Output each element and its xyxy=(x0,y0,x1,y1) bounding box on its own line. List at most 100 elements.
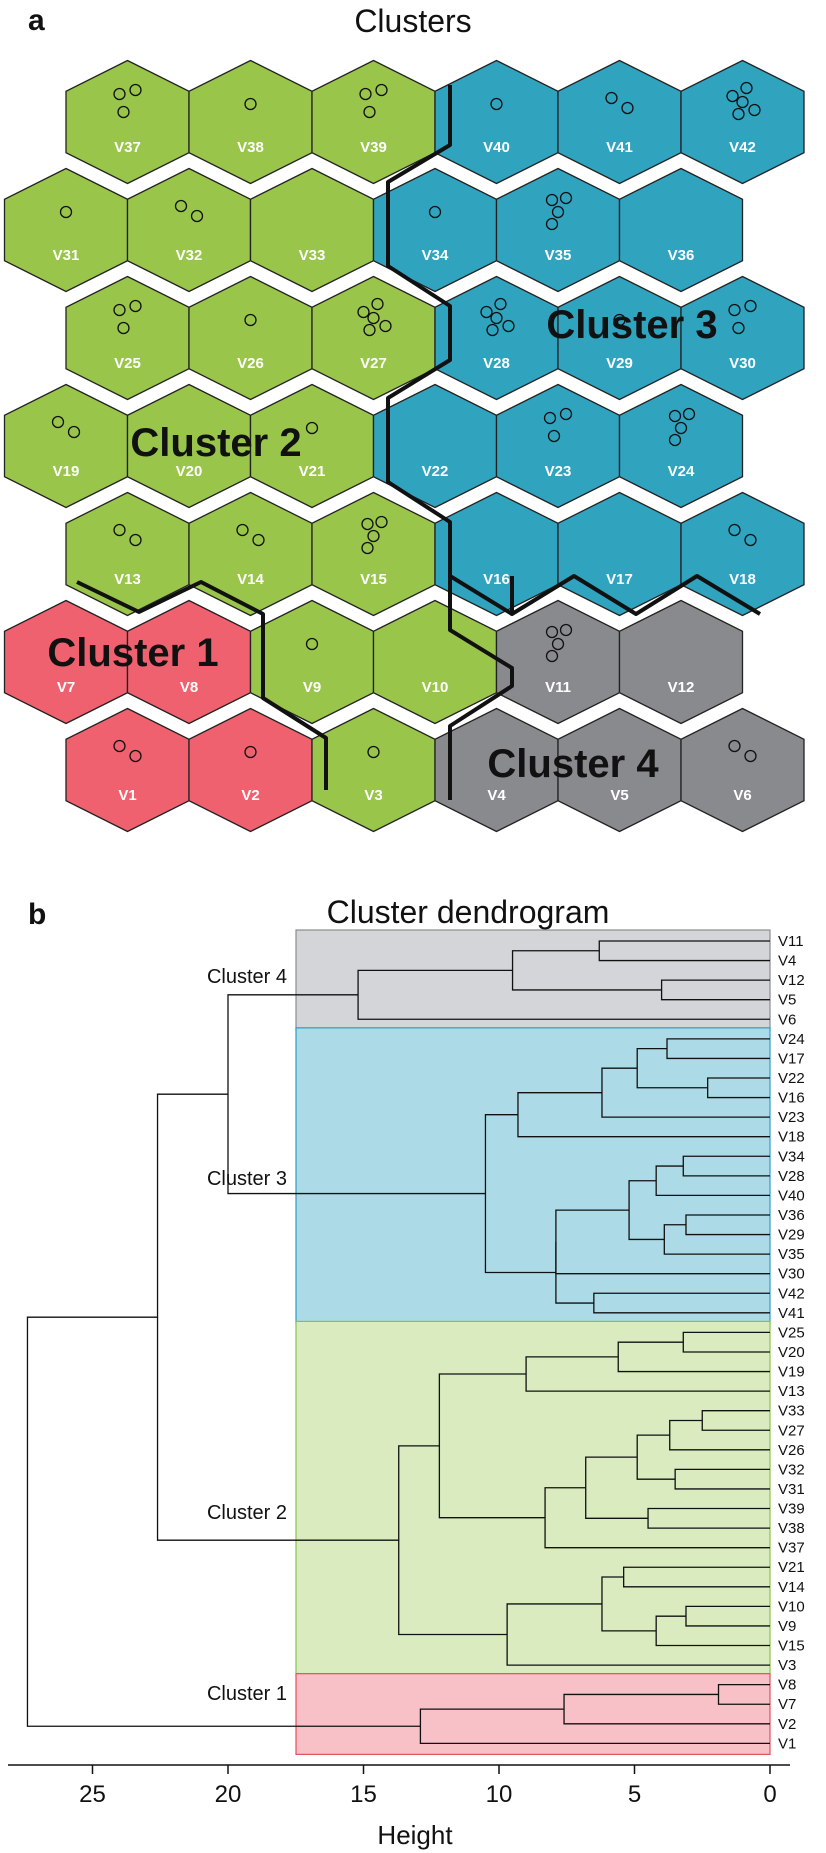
hex-cell xyxy=(495,167,621,293)
hex-cell-label: V3 xyxy=(364,787,382,804)
data-point-marker xyxy=(748,103,761,117)
cluster-box xyxy=(295,1673,771,1755)
hex-cell-label: V2 xyxy=(241,787,259,804)
hex-cell-label: V28 xyxy=(483,355,510,372)
data-point-marker xyxy=(252,533,265,547)
panel-a-letter: a xyxy=(28,4,45,37)
cluster-branch-label: Cluster 4 xyxy=(207,966,287,988)
data-point-marker xyxy=(726,89,739,103)
leaf-label: V7 xyxy=(778,1696,796,1713)
leaf-label: V32 xyxy=(778,1461,805,1478)
cluster-2-label: Cluster 2 xyxy=(130,421,301,465)
dendrogram-link xyxy=(26,1316,421,1727)
data-point-marker xyxy=(559,623,573,637)
data-point-marker xyxy=(59,205,73,219)
data-point-marker xyxy=(490,311,503,325)
data-point-marker xyxy=(547,429,561,443)
data-point-marker xyxy=(236,523,249,537)
cluster-boundary xyxy=(448,576,514,800)
leaf-label: V11 xyxy=(778,933,804,950)
data-point-marker xyxy=(244,97,257,111)
data-point-marker xyxy=(129,749,142,763)
data-point-marker xyxy=(305,637,319,651)
hex-cell xyxy=(680,59,805,185)
data-point-marker xyxy=(117,321,130,335)
hex-cell-label: V40 xyxy=(483,139,510,156)
hex-cell-label: V13 xyxy=(114,571,141,588)
hex-cell-label: V9 xyxy=(303,679,321,696)
data-point-marker xyxy=(559,191,573,205)
leaf-label: V42 xyxy=(778,1285,805,1302)
data-point-marker xyxy=(728,523,741,537)
data-point-marker xyxy=(244,745,257,759)
data-point-marker xyxy=(375,515,388,529)
hex-cell-label: V34 xyxy=(422,247,449,264)
data-point-marker xyxy=(674,421,688,435)
data-point-marker xyxy=(494,297,507,311)
leaf-label: V35 xyxy=(778,1246,805,1263)
hex-cell-label: V21 xyxy=(299,463,326,480)
data-point-marker xyxy=(551,205,565,219)
hex-cell-label: V1 xyxy=(118,787,136,804)
hex-cell xyxy=(311,707,436,833)
dendrogram-leaf-labels: V11V4V12V5V6V24V17V22V16V23V18V34V28V40V… xyxy=(778,933,805,1752)
hex-cell xyxy=(680,491,805,617)
hex-cell-label: V33 xyxy=(299,247,326,264)
hex-cell xyxy=(434,59,559,185)
hex-cell xyxy=(495,383,621,509)
cluster-branch-label: Cluster 1 xyxy=(207,1683,287,1705)
hex-cell-label: V41 xyxy=(606,139,633,156)
hex-cell-label: V29 xyxy=(606,355,633,372)
leaf-label: V22 xyxy=(778,1070,805,1087)
data-point-marker xyxy=(545,217,559,231)
data-point-marker xyxy=(668,433,682,447)
panel-b-letter: b xyxy=(28,898,46,931)
hex-cell-label: V24 xyxy=(668,463,695,480)
data-point-marker xyxy=(129,533,142,547)
leaf-label: V28 xyxy=(778,1168,805,1185)
data-point-marker xyxy=(113,87,126,101)
data-point-marker xyxy=(668,409,682,423)
hex-cell xyxy=(495,599,621,725)
hex-cell-label: V6 xyxy=(733,787,751,804)
hex-cell xyxy=(618,167,744,293)
leaf-label: V27 xyxy=(778,1422,805,1439)
data-point-marker xyxy=(621,101,634,115)
hex-cell-label: V30 xyxy=(729,355,756,372)
x-tick-label: 10 xyxy=(486,1781,513,1808)
data-point-marker xyxy=(367,745,380,759)
data-point-marker xyxy=(117,105,130,119)
data-point-marker xyxy=(361,517,374,531)
hex-cell-label: V23 xyxy=(545,463,572,480)
data-point-marker xyxy=(545,649,559,663)
leaf-label: V10 xyxy=(778,1598,805,1615)
data-point-marker xyxy=(363,323,376,337)
hex-cell-label: V10 xyxy=(422,679,449,696)
leaf-label: V29 xyxy=(778,1227,805,1244)
data-point-marker xyxy=(559,407,573,421)
hex-cell xyxy=(188,707,313,833)
cluster-boundary xyxy=(510,574,762,616)
leaf-label: V36 xyxy=(778,1207,805,1224)
data-point-marker xyxy=(744,533,757,547)
leaf-label: V14 xyxy=(778,1579,805,1596)
hex-cell xyxy=(434,275,559,401)
cluster-branch-label: Cluster 3 xyxy=(207,1168,287,1190)
leaf-label: V41 xyxy=(778,1305,805,1322)
leaf-label: V21 xyxy=(778,1559,805,1576)
hex-cell xyxy=(372,167,498,293)
leaf-label: V15 xyxy=(778,1638,805,1655)
hex-cell-label: V8 xyxy=(180,679,198,696)
data-point-marker xyxy=(113,523,126,537)
leaf-label: V5 xyxy=(778,992,796,1009)
hex-cell xyxy=(680,275,805,401)
hex-cell-label: V32 xyxy=(176,247,203,264)
panel-a-title: Clusters xyxy=(354,3,471,39)
data-point-marker xyxy=(363,105,376,119)
hex-cell-label: V31 xyxy=(53,247,80,264)
data-point-marker xyxy=(486,323,499,337)
hex-cell-label: V20 xyxy=(176,463,203,480)
